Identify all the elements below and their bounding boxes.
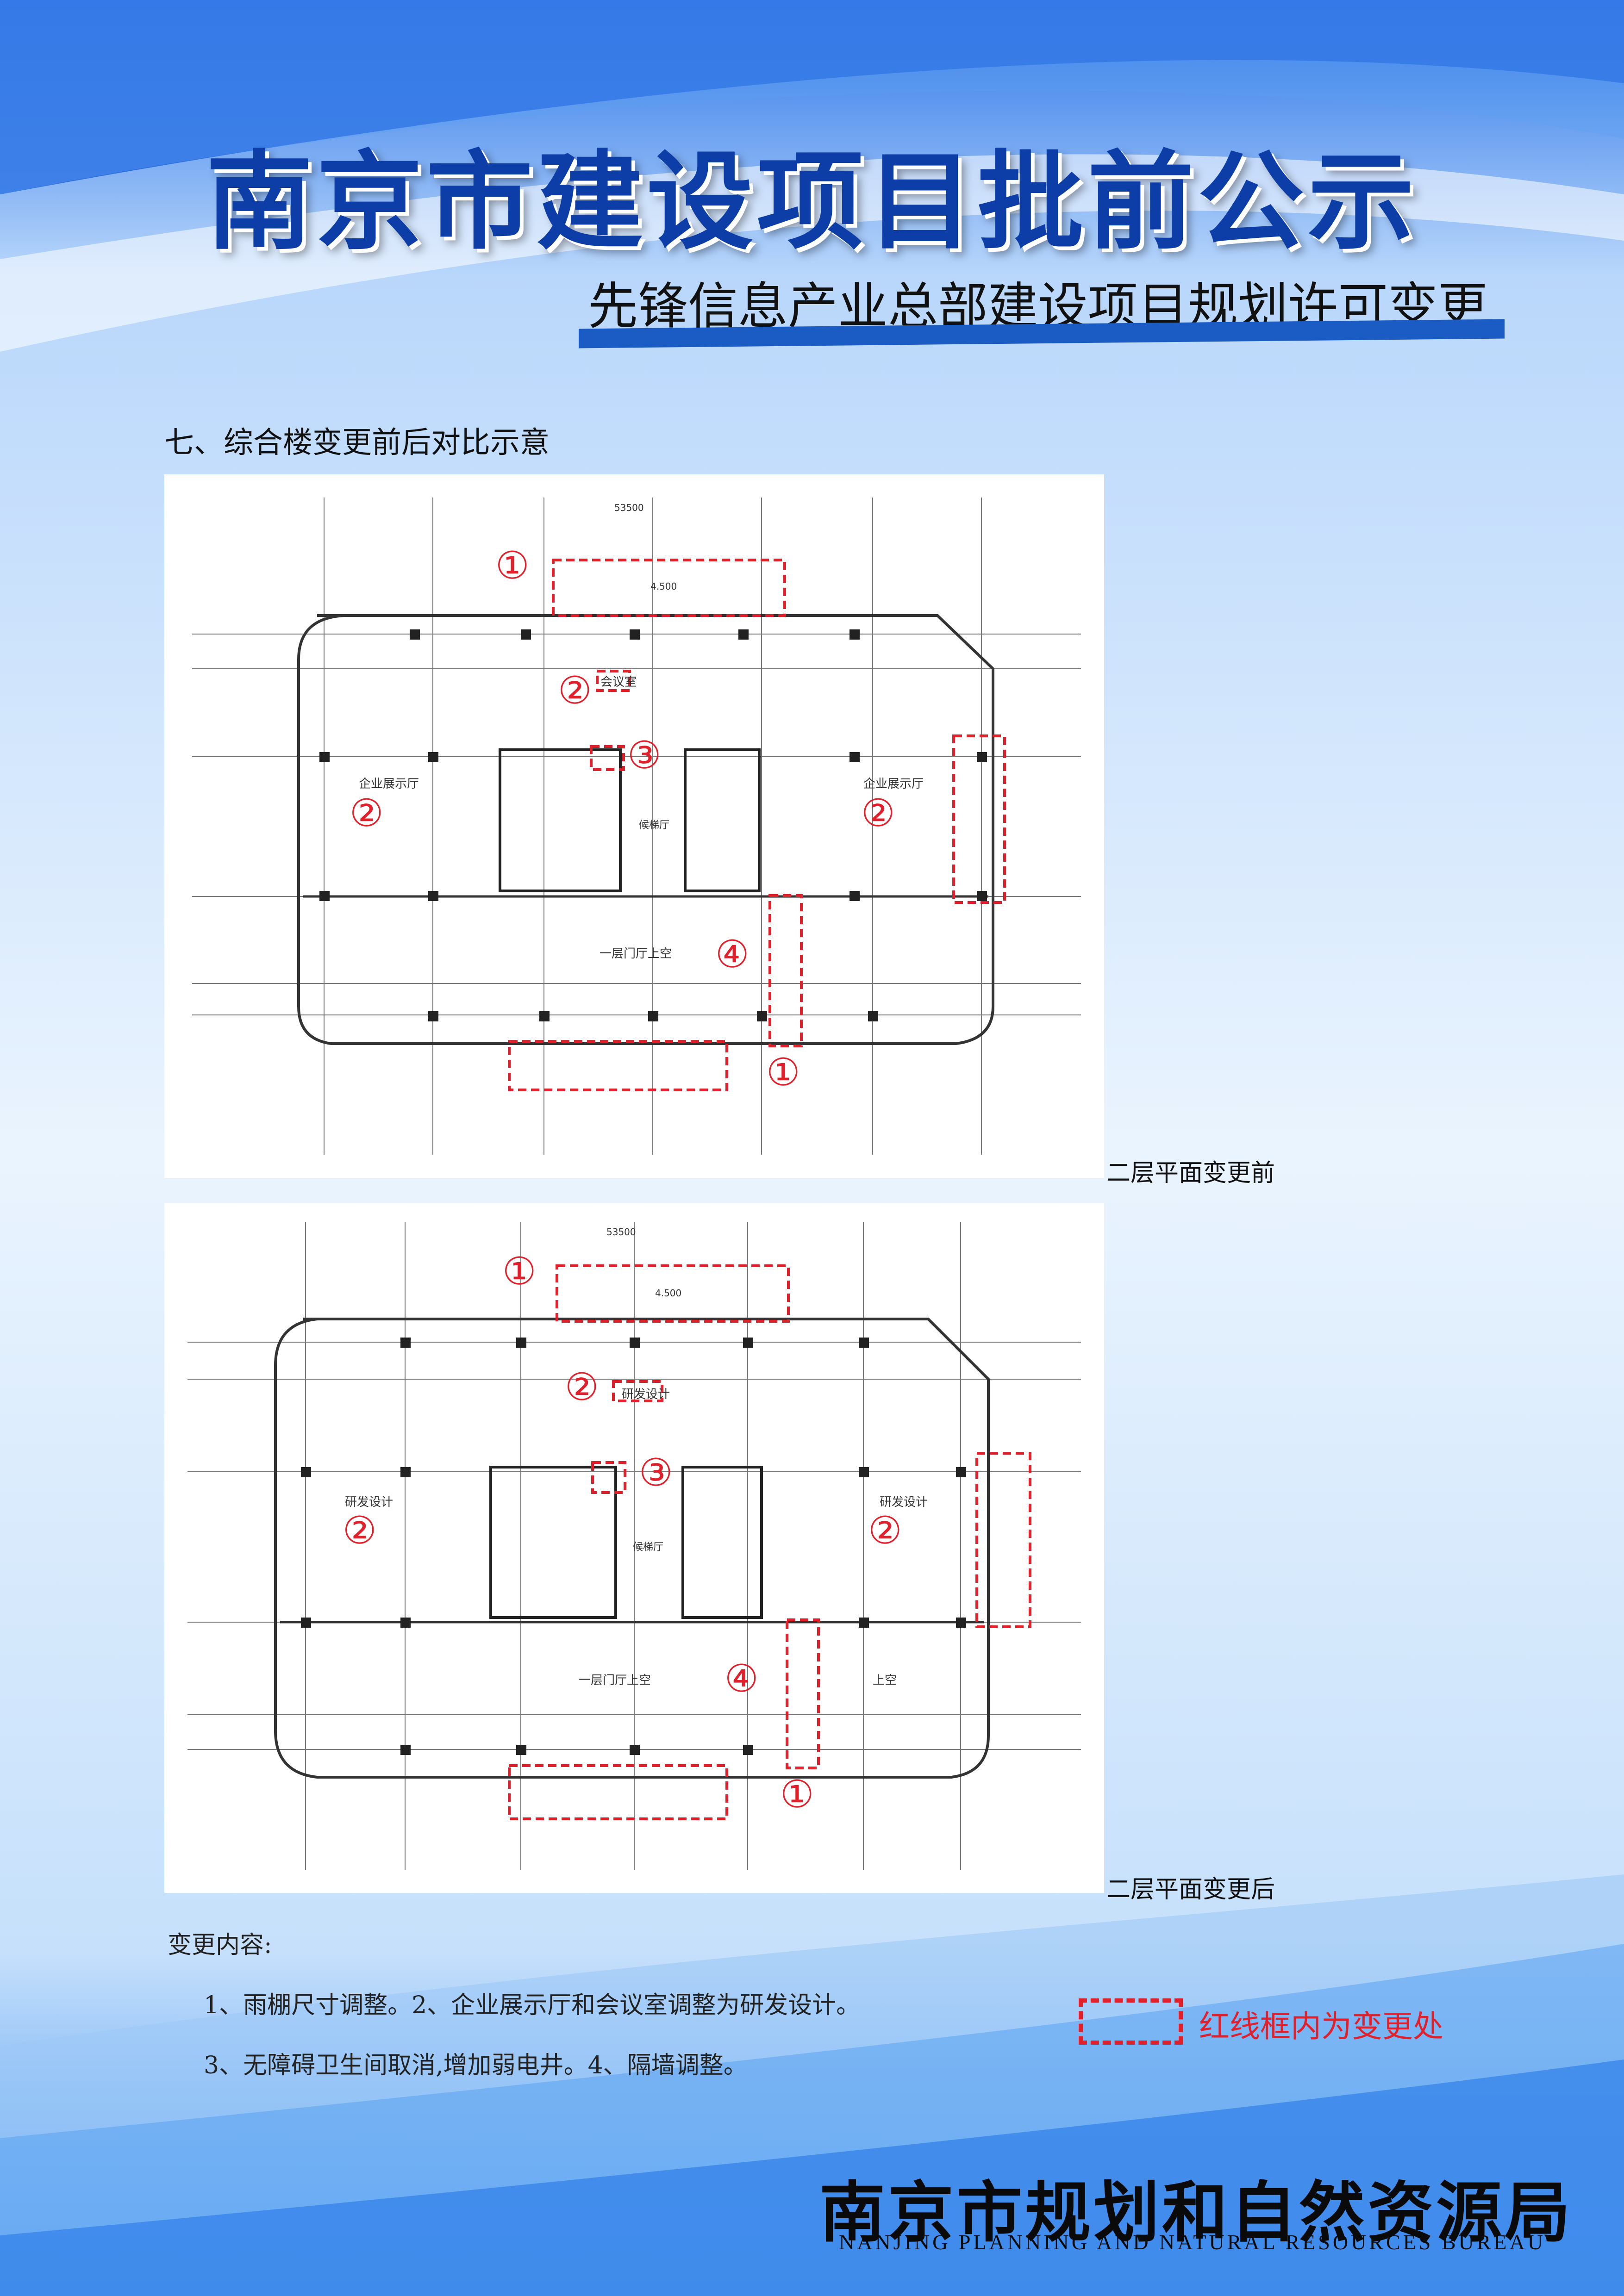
marker-1-bottom-after: ① bbox=[780, 1773, 814, 1817]
label-rd-meeting: 研发设计 bbox=[622, 1388, 670, 1401]
section-title: 七、综合楼变更前后对比示意 bbox=[164, 426, 550, 460]
floor-plan-before: ① ① ② ② ② ③ ④ 会议室 企业展示厅 企业展示厅 一层门厅上空 候梯厅… bbox=[164, 474, 1104, 1178]
marker-1-top: ① bbox=[495, 544, 530, 588]
caption-after: 二层平面变更后 bbox=[1106, 1876, 1275, 1904]
label-canopy-width-after: 4.500 bbox=[655, 1288, 682, 1299]
marker-2-right: ② bbox=[861, 791, 895, 835]
marker-2-left: ② bbox=[350, 791, 384, 835]
marker-3: ③ bbox=[627, 734, 662, 778]
changes-line-2: 3、无障碍卫生间取消,增加弱电井。4、隔墙调整。 bbox=[204, 2052, 748, 2079]
label-exhibition-left: 企业展示厅 bbox=[359, 777, 419, 791]
marker-4-after: ④ bbox=[725, 1657, 759, 1701]
marker-1-bottom: ① bbox=[766, 1051, 800, 1095]
floor-plan-after: ① ① ② ② ② ③ ④ 研发设计 研发设计 研发设计 一层门厅上空 上空 候… bbox=[164, 1203, 1104, 1893]
label-canopy-width: 4.500 bbox=[650, 581, 677, 592]
changes-heading: 变更内容: bbox=[168, 1931, 272, 1959]
label-rd-left: 研发设计 bbox=[345, 1495, 394, 1509]
marker-2-right-after: ② bbox=[868, 1509, 902, 1553]
label-meeting-room: 会议室 bbox=[600, 675, 637, 689]
page-title: 南京市建设项目批前公示 bbox=[206, 139, 1418, 264]
marker-3-after: ③ bbox=[639, 1451, 673, 1495]
agency-name-en: NANJING PLANNING AND NATURAL RESOURCES B… bbox=[839, 2230, 1546, 2254]
label-lobby: 一层门厅上空 bbox=[600, 947, 672, 961]
label-void-after: 上空 bbox=[873, 1674, 897, 1687]
label-exhibition-right: 企业展示厅 bbox=[863, 777, 924, 791]
marker-2-meeting-after: ② bbox=[565, 1365, 599, 1409]
changes-line-1: 1、雨棚尺寸调整。2、企业展示厅和会议室调整为研发设计。 bbox=[204, 1991, 861, 2019]
marker-1-top-after: ① bbox=[502, 1250, 537, 1294]
label-elevator-hall: 候梯厅 bbox=[639, 820, 670, 831]
marker-4: ④ bbox=[715, 933, 750, 977]
label-elevator-hall-after: 候梯厅 bbox=[633, 1542, 664, 1553]
marker-2-left-after: ② bbox=[343, 1509, 377, 1553]
label-lobby-after: 一层门厅上空 bbox=[579, 1674, 651, 1687]
floor-plan-after-drawing bbox=[187, 1222, 1081, 1870]
marker-2-meeting: ② bbox=[558, 669, 592, 713]
legend-text: 红线框内为变更处 bbox=[1199, 2009, 1443, 2044]
label-rd-right: 研发设计 bbox=[880, 1495, 928, 1509]
agency-name-cn: 南京市规划和自然资源局 bbox=[819, 2174, 1573, 2251]
floor-plan-before-drawing bbox=[192, 498, 1081, 1155]
caption-before: 二层平面变更前 bbox=[1106, 1159, 1275, 1187]
label-total-width-after: 53500 bbox=[606, 1226, 636, 1238]
label-total-width: 53500 bbox=[614, 502, 644, 513]
legend-dashed-box bbox=[1079, 1998, 1183, 2045]
